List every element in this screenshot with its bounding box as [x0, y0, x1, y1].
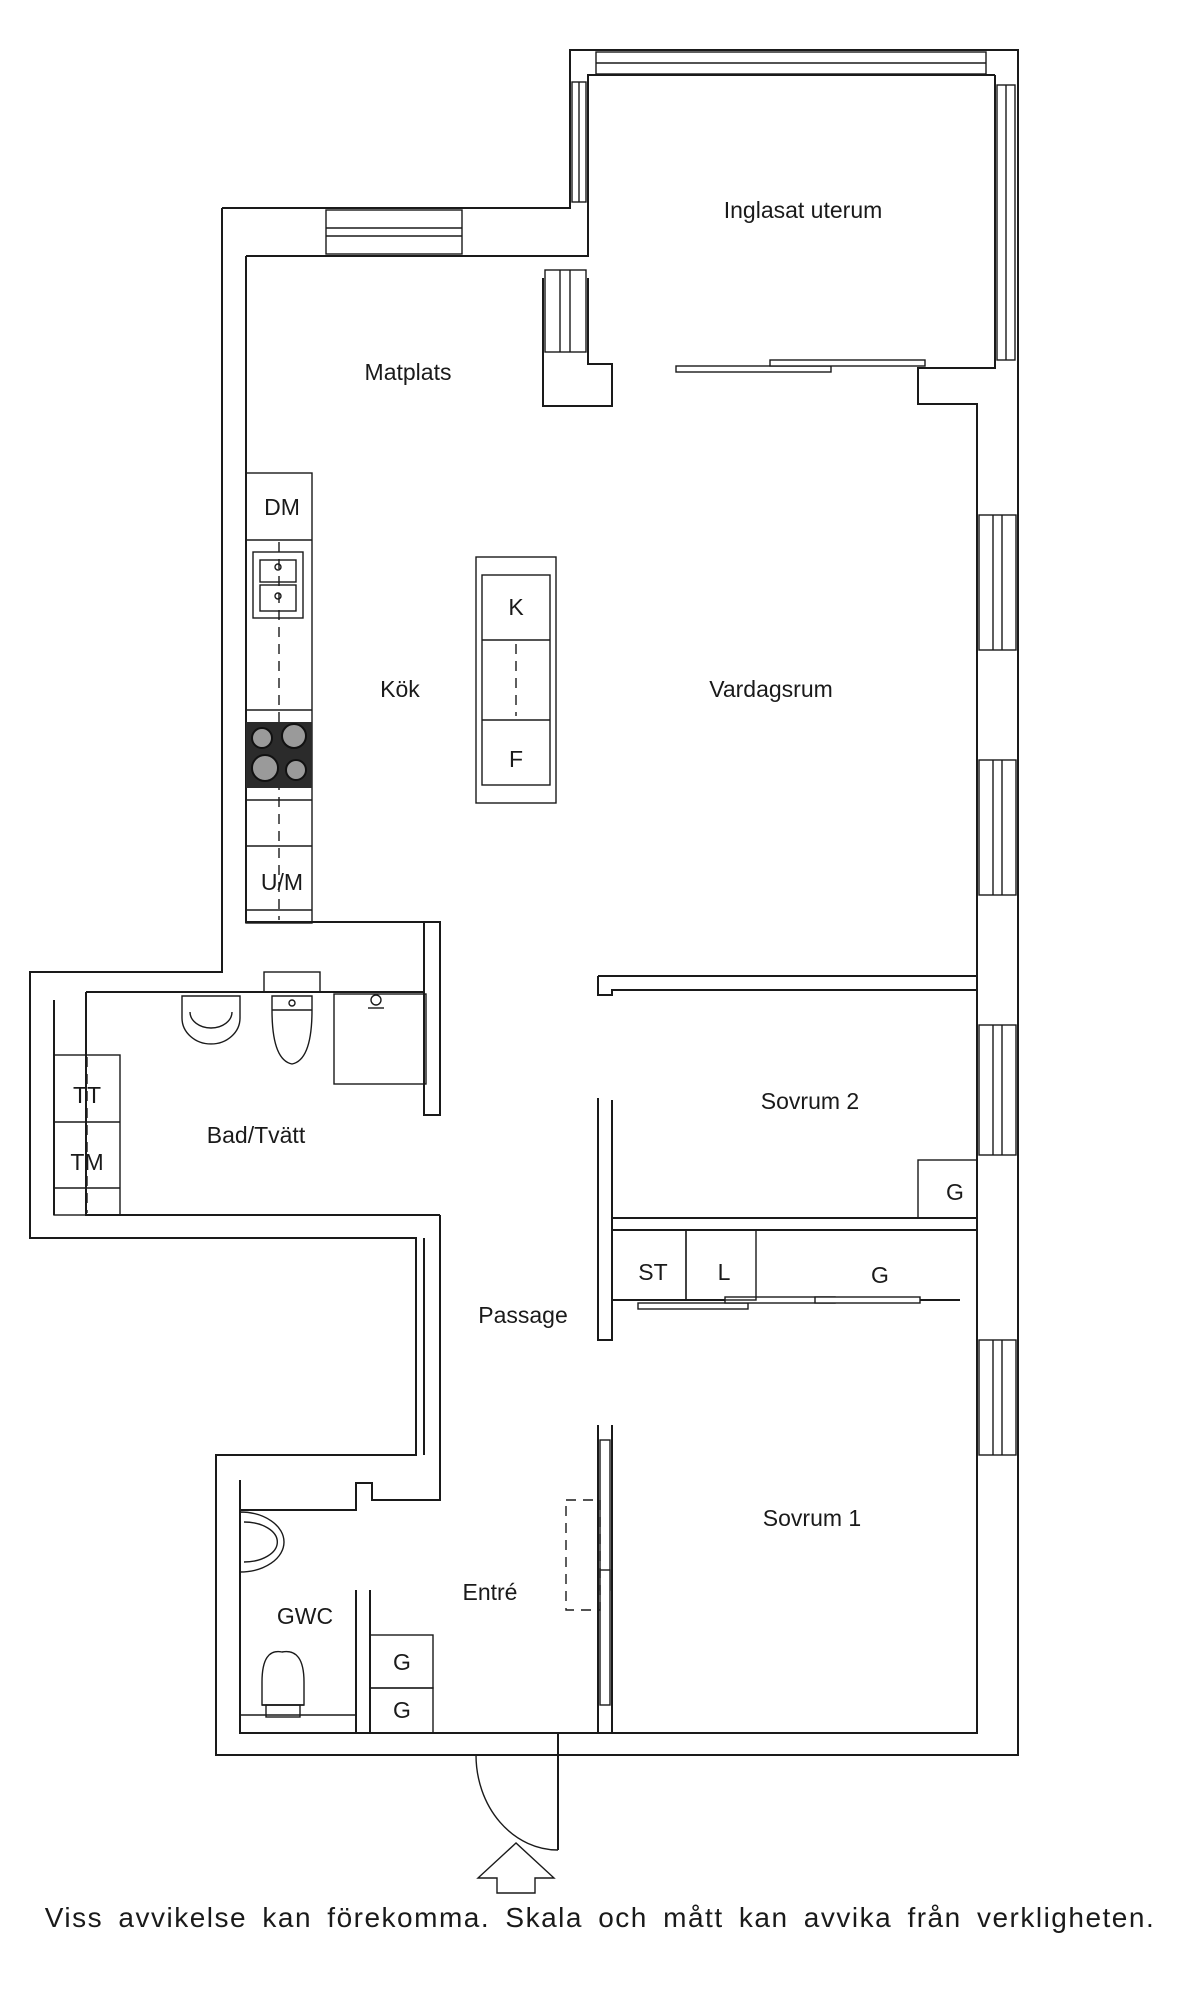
room-label-sovrum-2: Sovrum 2: [761, 1088, 859, 1114]
windows: [325, 51, 1017, 1456]
fixture-label-g-entre-2: G: [393, 1697, 411, 1723]
fixture-label-dm: DM: [264, 494, 300, 520]
fixture-label-l: L: [718, 1259, 731, 1285]
room-label-inglasat-uterum: Inglasat uterum: [724, 197, 883, 223]
sink-icon: [252, 551, 304, 619]
room-label-passage: Passage: [478, 1302, 568, 1328]
room-label-entre: Entré: [463, 1579, 518, 1605]
fixture-label-f: F: [509, 746, 523, 772]
fixture-label-um: U/M: [261, 869, 303, 895]
room-label-bad-tvatt: Bad/Tvätt: [207, 1122, 306, 1148]
kitchen-island: [475, 556, 557, 804]
disclaimer-text: Viss avvikelse kan förekomma. Skala och …: [44, 1902, 1156, 1933]
gwc-toilet-icon: [261, 1650, 305, 1706]
fixture-label-g-hall: G: [871, 1262, 889, 1288]
room-label-vardagsrum: Vardagsrum: [709, 676, 833, 702]
entrance-arrow-icon: [476, 1842, 556, 1894]
room-labels: Inglasat uterum Matplats Kök Vardagsrum …: [207, 197, 882, 1629]
fixture-label-k: K: [508, 594, 524, 620]
gwc-fixtures: [239, 1511, 356, 1718]
sliding-doors: [565, 359, 926, 1706]
shower-icon: [333, 993, 427, 1085]
room-label-kok: Kök: [380, 676, 420, 702]
exterior-walls: [29, 49, 1019, 1756]
fixture-label-st: ST: [638, 1259, 667, 1285]
washbasin-icon: [181, 995, 241, 1045]
room-label-matplats: Matplats: [365, 359, 452, 385]
entrance-door: [475, 1733, 559, 1894]
fixture-label-g-entre-1: G: [393, 1649, 411, 1675]
toilet-icon: [271, 995, 313, 1065]
fixture-label-g-sovrum2: G: [946, 1179, 964, 1205]
fixture-label-tm: TM: [70, 1149, 103, 1175]
room-label-gwc: GWC: [277, 1603, 333, 1629]
fixture-label-tt: TT: [73, 1082, 101, 1108]
closets: [369, 1159, 978, 1734]
bathroom-fixtures: [53, 971, 427, 1216]
room-label-sovrum-1: Sovrum 1: [763, 1505, 861, 1531]
gwc-washbasin-icon: [239, 1511, 285, 1573]
kitchen-counter: [245, 472, 313, 924]
fixture-labels: DM K F U/M TT TM G ST L G G G: [70, 494, 964, 1723]
